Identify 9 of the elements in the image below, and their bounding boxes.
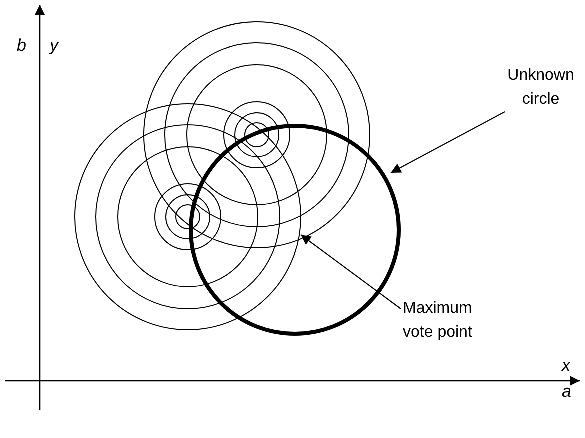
arrow xyxy=(300,234,402,310)
axis-label: x xyxy=(562,356,570,376)
callout-text: Maximum vote point xyxy=(403,297,503,345)
callout-text: Unknown circle xyxy=(500,64,582,112)
axis-label: y xyxy=(50,36,58,56)
arrow xyxy=(390,112,506,174)
axis-label: a xyxy=(562,382,572,402)
axis-label: b xyxy=(17,36,26,56)
unknown-circle xyxy=(189,124,401,336)
